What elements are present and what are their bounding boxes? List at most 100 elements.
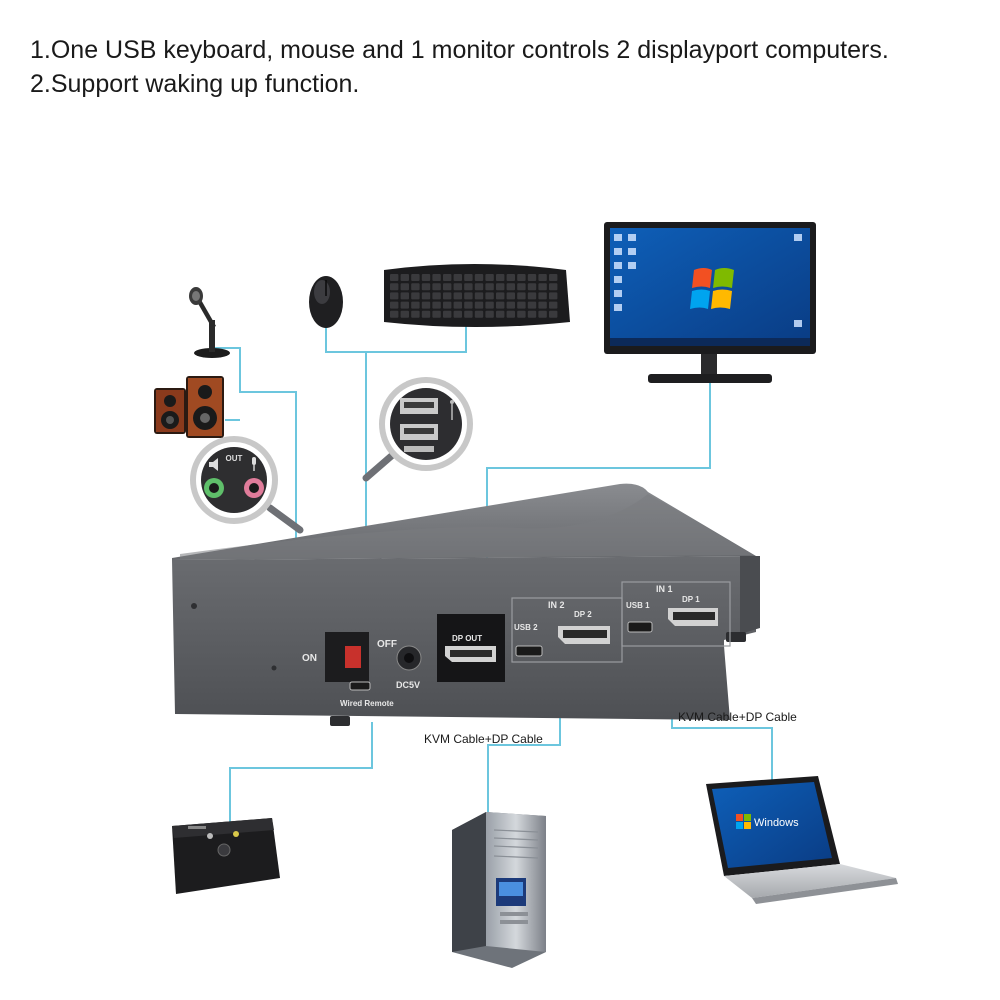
wired-remote-label: Wired Remote (340, 699, 394, 708)
keyboard-key (538, 274, 547, 281)
keyboard-key (400, 292, 409, 300)
caption-line-2: 2.Support waking up function. (30, 70, 360, 98)
input-1-group: IN 1 USB 1 DP 1 (621, 581, 731, 647)
keyboard-key (411, 310, 420, 318)
off-label: OFF (377, 639, 397, 650)
keyboard-key (453, 310, 462, 318)
audio-out-jack (204, 478, 224, 498)
dp-out-panel: DP OUT (437, 614, 505, 682)
keyboard-key (443, 274, 452, 281)
keyboard-key (390, 301, 399, 309)
in2-label: IN 2 (548, 600, 565, 610)
audio-out-label: OUT (226, 454, 243, 463)
cable-label-laptop: KVM Cable+DP Cable (678, 710, 797, 724)
keyboard-key (527, 310, 537, 318)
desktop-icons (614, 234, 802, 327)
keyboard-key (464, 292, 473, 300)
speaker-symbol-icon (209, 458, 218, 471)
usb-port-bottom (400, 424, 438, 440)
keyboard-key (432, 274, 441, 281)
dp-out-label: DP OUT (452, 634, 482, 643)
keyboard-key (496, 292, 505, 300)
keyboard-key (485, 301, 494, 309)
keyboard-key (496, 310, 505, 318)
cable-label-desktop: KVM Cable+DP Cable (424, 732, 543, 746)
keyboard-key (506, 274, 515, 281)
dp2-port (558, 626, 610, 644)
usb2-label: USB 2 (514, 623, 538, 632)
keyboard-key (443, 292, 452, 300)
keyboard-key (421, 274, 431, 281)
keyboard-key (538, 292, 547, 300)
keyboard-key (549, 283, 558, 291)
keyboard-key (432, 292, 441, 300)
keyboard-key (421, 283, 431, 291)
line-remote (229, 722, 373, 822)
dp1-port (668, 608, 718, 626)
keyboard-key (506, 292, 515, 300)
keyboard-key (411, 292, 420, 300)
keyboard-key (400, 310, 409, 318)
keyboard-key (538, 301, 547, 309)
keyboard-key (411, 283, 420, 291)
speakers-icon (154, 376, 224, 438)
dp1-label: DP 1 (682, 595, 700, 604)
keyboard-key (474, 310, 484, 318)
power-switch (325, 632, 369, 682)
keyboard-key (549, 274, 558, 281)
laptop-os-label: Windows (754, 817, 799, 829)
laptop-windows-logo-icon (736, 814, 751, 829)
keyboard-key (517, 274, 526, 281)
keyboard-key (496, 274, 505, 281)
keyboard-key (538, 283, 547, 291)
taskbar (610, 338, 810, 346)
usb-symbol-icon (450, 400, 454, 420)
keyboard-icon (384, 264, 570, 327)
keyboard-key (464, 283, 473, 291)
line-mouse (325, 326, 366, 353)
keyboard-key (411, 274, 420, 281)
keyboard-key (485, 292, 494, 300)
keyboard-key (496, 283, 505, 291)
usb2-port (515, 645, 543, 657)
keyboard-key (421, 310, 431, 318)
keyboard-key (527, 283, 537, 291)
dc-label: DC5V (396, 680, 420, 690)
keyboard-key (496, 301, 505, 309)
keyboard-key (432, 283, 441, 291)
keyboard-key (390, 310, 399, 318)
line-keyboard (365, 326, 467, 536)
keyboard-key (432, 310, 441, 318)
keyboard-key (464, 301, 473, 309)
keyboard-key (443, 310, 452, 318)
mic-symbol-icon (252, 457, 256, 471)
mic-in-jack (244, 478, 264, 498)
wired-remote-port (349, 681, 371, 691)
caption-line-1: 1.One USB keyboard, mouse and 1 monitor … (30, 36, 889, 64)
keyboard-key (506, 301, 515, 309)
keyboard-key (474, 283, 484, 291)
keyboard-key (443, 283, 452, 291)
dp2-label: DP 2 (574, 610, 592, 619)
keyboard-key (485, 283, 494, 291)
keyboard-key (474, 301, 484, 309)
kvm-switch-device: ON OFF Wired Remote DC5V DP OUT IN 2 USB… (172, 483, 760, 726)
desktop-computer-icon (452, 812, 546, 968)
keyboard-key (421, 301, 431, 309)
usb-port-top (400, 398, 438, 414)
usb1-label: USB 1 (626, 601, 650, 610)
microphone-icon (189, 287, 230, 358)
keyboard-key (453, 292, 462, 300)
mouse-icon (309, 276, 343, 328)
keyboard-key (464, 274, 473, 281)
keyboard-key (390, 283, 399, 291)
windows-logo-icon (690, 268, 734, 309)
keyboard-key (517, 292, 526, 300)
keyboard-key (421, 292, 431, 300)
monitor-icon (604, 222, 816, 383)
keyboard-key (517, 301, 526, 309)
keyboard-key (390, 274, 399, 281)
keyboard-key (432, 301, 441, 309)
keyboard-key (400, 274, 409, 281)
